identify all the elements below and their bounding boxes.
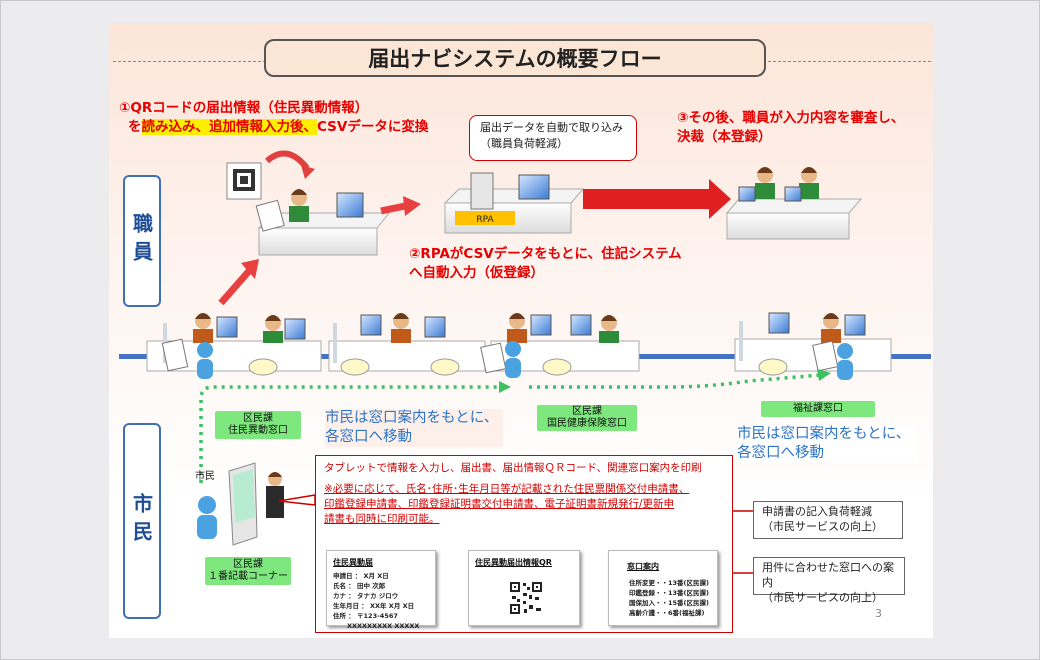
- doc1-row-5: 住所 ： 〒123-4567: [333, 612, 398, 620]
- rpa-callout-line2: （職員負荷軽減）: [480, 137, 568, 150]
- doc1-row-1: 申請日 ： X月 X日: [333, 572, 389, 580]
- counter-label-1: 区民課 住民異動窓口: [215, 411, 301, 439]
- step3-line2: 決裁（本登録）: [677, 129, 772, 145]
- tablet-pointer: [278, 494, 316, 506]
- dotted-arrow-2-icon: [817, 369, 831, 381]
- booth-4: [734, 312, 892, 380]
- step1-text: ①QRコードの届出情報（住民異動情報） を読み込み、追加情報入力後、CSVデータ…: [119, 99, 479, 137]
- tablet-info-box: タブレットで情報を入力し、届出書、届出情報ＱＲコード、関連窓口案内を印刷 ※必要…: [315, 455, 733, 633]
- booth-2: [328, 313, 486, 376]
- booth-1: [146, 313, 322, 379]
- booth-3: [480, 313, 640, 378]
- tablet-line4: 請書も同時に印刷可能。: [324, 513, 440, 525]
- doc1-row-3: カナ ： タナカ ジロウ: [333, 592, 399, 600]
- staff-label: 職員: [123, 175, 161, 307]
- move-note-2-line2: 各窓口へ移動: [737, 445, 824, 461]
- rpa-label: RPA: [476, 215, 494, 225]
- counter-label-2: 区民課 国民健康保険窓口: [537, 405, 637, 431]
- move-note-2-line1: 市民は窓口案内をもとに、: [737, 426, 911, 442]
- tablet-line1: タブレットで情報を入力し、届出書、届出情報ＱＲコード、関連窓口案内を印刷: [324, 462, 702, 474]
- step1-line1: ①QRコードの届出情報（住民異動情報）: [119, 100, 369, 116]
- note-counter-guide: 用件に合わせた窓口への案内 （市民サービスの向上）: [753, 557, 905, 604]
- move-note-1-line2: 各窓口へ移動: [325, 429, 412, 445]
- doc3-row-3: 国保加入・・15番(区民課): [629, 599, 709, 607]
- tablet-notes: ※必要に応じて、氏名･住所･生年月日等が記載された住民票関係交付申請書、 印鑑登…: [324, 482, 689, 527]
- page-title: 届出ナビシステムの概要フロー: [264, 39, 766, 77]
- note1-line2: （市民サービスの向上）: [762, 520, 883, 533]
- doc1-row-2: 氏名 ： 田中 次郎: [333, 582, 386, 590]
- counter-label-4: 区民課 １番記載コーナー: [205, 557, 291, 585]
- move-note-1-line1: 市民は窓口案内をもとに、: [325, 410, 499, 426]
- qr-code-icon: [509, 581, 543, 615]
- flow-illustration: RPA: [119, 150, 931, 574]
- staff-desk-1: [226, 150, 391, 256]
- step1-post: CSVデータに変換: [317, 119, 429, 135]
- note2-line1: 用件に合わせた窓口への案内: [762, 561, 894, 589]
- counter-booths: [146, 312, 892, 380]
- doc3-row-2: 印鑑登録・・13番(区民課): [629, 589, 709, 597]
- step2-line1: ②RPAがCSVデータをもとに、住記システム: [409, 246, 682, 262]
- doc3-row-4: 高齢介護・・6番(福祉課): [629, 609, 705, 617]
- step1-pre: を: [128, 119, 142, 135]
- doc3-row-1: 住所変更・・13番(区民課): [629, 579, 709, 587]
- rpa-desk: [443, 172, 585, 234]
- citizen-tag: 市民: [195, 471, 215, 482]
- citizen-tablet: [197, 462, 284, 546]
- counter-label-3: 福祉課窓口: [761, 401, 875, 417]
- step1-highlight: 読み込み、追加情報入力後、: [141, 119, 317, 135]
- arrow-right-icon: [380, 196, 421, 216]
- step2-text: ②RPAがCSVデータをもとに、住記システム へ自動入力（仮登録）: [409, 245, 709, 283]
- arrow-right-large-icon: [583, 179, 731, 219]
- arrow-up-icon: [218, 259, 259, 306]
- rpa-callout: 届出データを自動で取り込み （職員負荷軽減）: [469, 115, 637, 161]
- note1-line1: 申請書の記入負荷軽減: [762, 505, 872, 518]
- note-form-burden: 申請書の記入負荷軽減 （市民サービスの向上）: [753, 501, 903, 539]
- step1-line2: を読み込み、追加情報入力後、CSVデータに変換: [119, 118, 479, 137]
- doc1-row-6: XXXXXXXXX XXXXX: [347, 622, 420, 630]
- citizen-label: 市民: [123, 423, 161, 619]
- step2-line2: へ自動入力（仮登録）: [409, 265, 544, 281]
- note2-line2: （市民サービスの向上）: [762, 591, 883, 604]
- doc-qr: 住民異動届出情報QR: [468, 550, 580, 626]
- dotted-path-2: [529, 373, 822, 389]
- page-number: 3: [875, 607, 882, 620]
- rpa-callout-line1: 届出データを自動で取り込み: [480, 121, 623, 134]
- dotted-arrow-1-icon: [499, 381, 511, 393]
- doc1-row-4: 生年月日 ： XX年 X月 X日: [333, 602, 415, 610]
- move-note-1: 市民は窓口案内をもとに、 各窓口へ移動: [325, 409, 503, 447]
- doc3-title: 窓口案内: [627, 562, 659, 571]
- doc2-title: 住民異動届出情報QR: [475, 558, 552, 567]
- doc-counter-guide: 窓口案内 住所変更・・13番(区民課) 印鑑登録・・13番(区民課) 国保加入・…: [608, 550, 718, 626]
- slide: 届出ナビシステムの概要フロー ①QRコードの届出情報（住民異動情報） を読み込み…: [109, 23, 933, 638]
- tablet-line2: ※必要に応じて、氏名･住所･生年月日等が記載された住民票関係交付申請書、: [324, 483, 690, 495]
- tablet-line3: 印鑑登録申請書、印鑑登録証明書交付申請書、電子証明書新規発行/更新申: [324, 498, 675, 510]
- doc-moving-form: 住民異動届 申請日 ： X月 X日 氏名 ： 田中 次郎 カナ ： タナカ ジロ…: [326, 550, 436, 630]
- doc1-title: 住民異動届: [333, 558, 373, 567]
- move-note-2: 市民は窓口案内をもとに、 各窓口へ移動: [737, 425, 917, 463]
- step3-line1: ③その後、職員が入力内容を審査し、: [677, 110, 905, 126]
- staff-desk-final: [725, 167, 863, 240]
- step3-text: ③その後、職員が入力内容を審査し、 決裁（本登録）: [677, 109, 933, 147]
